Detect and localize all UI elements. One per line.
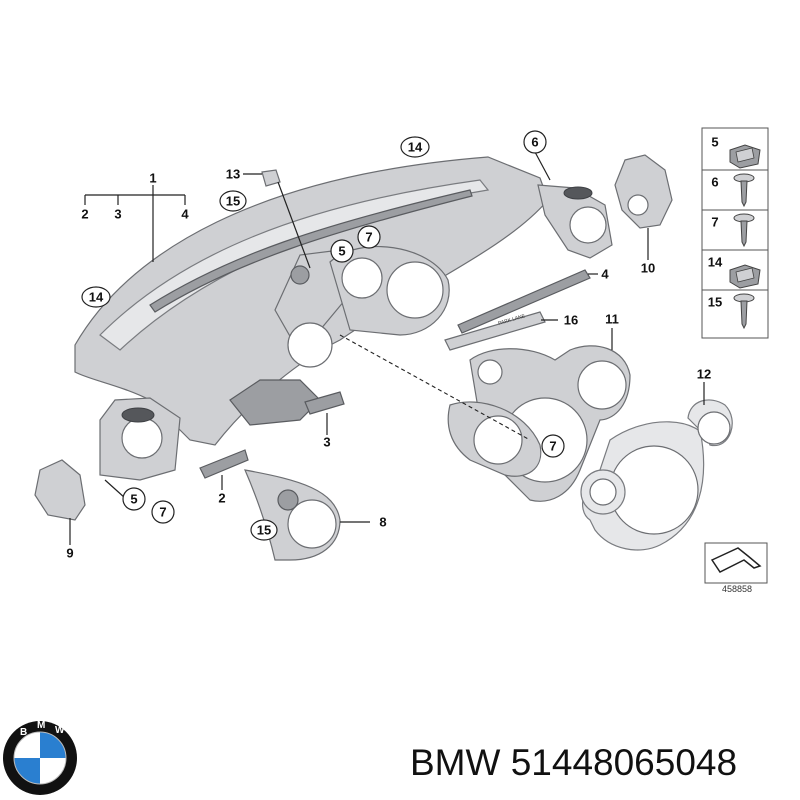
callout-15-low: 15	[257, 523, 271, 538]
callout-1: 1	[149, 171, 156, 186]
cover-9	[34, 459, 86, 521]
cover-10	[614, 154, 673, 229]
callout-2: 2	[81, 207, 88, 222]
dashboard-carrier	[74, 156, 613, 481]
svg-text:B M W: B M W	[20, 720, 65, 738]
callout-13: 13	[226, 167, 240, 182]
callout-7-left: 7	[159, 505, 166, 520]
callout-7-mid: 7	[365, 230, 372, 245]
brand-label: BMW	[410, 742, 501, 783]
arrow-icon	[710, 547, 762, 573]
reference-number: 458858	[722, 584, 752, 594]
callout-5-low: 5	[130, 492, 137, 507]
trim-3	[304, 391, 345, 415]
legend-14-num: 14	[708, 255, 723, 270]
callout-14-left: 14	[89, 290, 104, 305]
callout-2-low: 2	[218, 491, 225, 506]
clip-nut-icon	[729, 264, 761, 289]
callout-12: 12	[697, 367, 711, 382]
callout-8: 8	[379, 515, 386, 530]
callout-7-low: 7	[549, 439, 556, 454]
legend-5-num: 5	[711, 135, 718, 150]
callout-3-low: 3	[323, 435, 330, 450]
screw-icon	[733, 173, 755, 208]
callout-11: 11	[605, 312, 619, 327]
reference-box: 458858	[704, 542, 768, 594]
trim-strip-4	[457, 269, 591, 334]
screw-icon	[733, 213, 755, 248]
callout-9: 9	[66, 546, 73, 561]
callout-16: 16	[564, 313, 578, 328]
callout-15-top: 15	[226, 194, 240, 209]
callout-10: 10	[641, 261, 655, 276]
callouts: 1 2 3 4 13 15 14 6 5 7 4 10 14 16 11 12 …	[66, 130, 711, 561]
callout-4-strip: 4	[601, 267, 609, 282]
callout-3: 3	[114, 207, 121, 222]
badge-strip-16	[444, 311, 546, 351]
callout-14-top: 14	[408, 140, 423, 155]
bmw-logo: B M W	[3, 720, 77, 795]
legend-7-num: 7	[711, 215, 718, 230]
clip-13	[261, 169, 281, 187]
legend-6-num: 6	[711, 175, 718, 190]
callout-6: 6	[531, 135, 538, 150]
clip-nut-icon	[729, 144, 761, 169]
part-number: 51448065048	[510, 742, 738, 783]
instrument-trim-12	[580, 399, 733, 551]
callout-5-mid: 5	[338, 244, 345, 259]
trim-panel-8	[244, 469, 341, 561]
fastener-legend: 5 6 7 14 15	[701, 127, 769, 339]
legend-15-num: 15	[708, 295, 722, 310]
screw-icon	[733, 293, 755, 330]
trim-2	[199, 449, 249, 479]
brand-part-number: BMW 51448065048	[410, 738, 795, 788]
callout-4: 4	[181, 207, 189, 222]
leader-lines	[69, 151, 705, 545]
